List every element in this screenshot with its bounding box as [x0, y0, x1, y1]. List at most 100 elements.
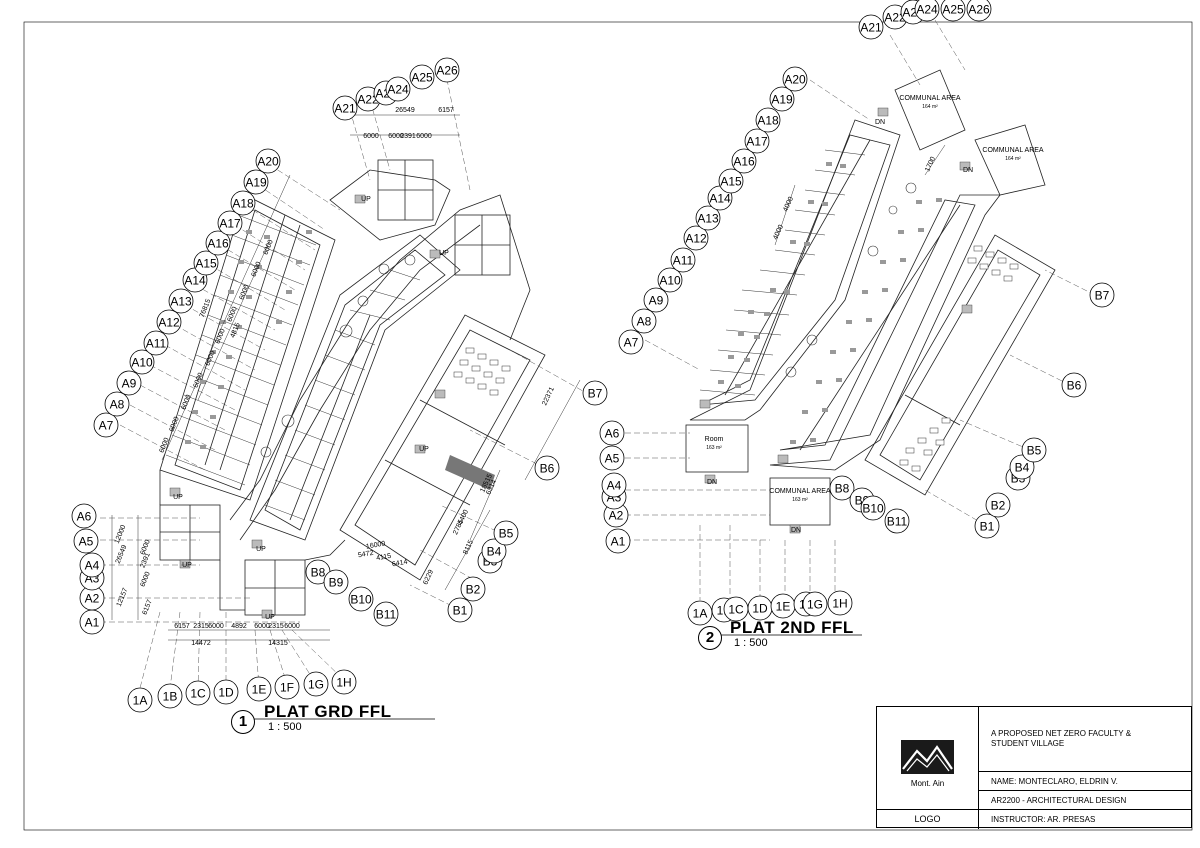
svg-text:B1: B1: [453, 604, 468, 618]
grid-bubble-plan1-a13: A13: [168, 288, 194, 314]
dimension-label: 1700: [924, 156, 937, 173]
svg-text:A5: A5: [79, 535, 94, 549]
svg-text:A26: A26: [436, 64, 458, 78]
svg-text:A21: A21: [334, 102, 356, 116]
svg-text:1A: 1A: [133, 694, 148, 708]
svg-text:A13: A13: [697, 212, 719, 226]
grid-bubble-plan1-1d: 1D: [213, 679, 239, 705]
dimension-label: 6000: [168, 416, 180, 433]
svg-text:B1: B1: [980, 520, 995, 534]
grid-bubble-plan1-1f: 1F: [274, 674, 300, 700]
svg-text:1C: 1C: [190, 687, 206, 701]
svg-text:1A: 1A: [693, 607, 708, 621]
svg-text:A1: A1: [611, 535, 626, 549]
dimension-label: 4815: [229, 322, 241, 339]
svg-text:A20: A20: [257, 155, 279, 169]
dimension-label: 6000: [208, 623, 224, 630]
brand-name: Mont. Ain: [910, 779, 945, 788]
svg-text:A25: A25: [942, 3, 964, 17]
view-scale-2: 1 : 500: [734, 637, 768, 649]
svg-text:B4: B4: [1015, 461, 1030, 475]
svg-text:A17: A17: [219, 217, 241, 231]
grid-bubble-plan1-b1: B1: [447, 597, 473, 623]
grid-bubble-plan1-a6: A6: [71, 503, 97, 529]
dimension-label: 2315: [193, 623, 209, 630]
svg-text:A10: A10: [131, 356, 153, 370]
view-number-1: 1: [231, 710, 255, 734]
svg-text:B7: B7: [588, 387, 603, 401]
grid-bubble-plan1-b8: B8: [305, 559, 331, 585]
grid-bubble-plan2-b5: B5: [1021, 437, 1047, 463]
svg-text:1E: 1E: [776, 600, 791, 614]
grid-bubble-plan1-1g: 1G: [303, 671, 329, 697]
grid-bubble-plan2-b10: B10: [860, 495, 886, 521]
project-title: A PROPOSED NET ZERO FACULTY & STUDENT VI…: [979, 707, 1192, 771]
grid-bubble-plan2-a20: A20: [782, 66, 808, 92]
grid-bubble-plan1-a24: A24: [385, 76, 411, 102]
dimension-label: 14472: [191, 640, 211, 647]
grid-bubble-plan1-a18: A18: [230, 190, 256, 216]
dimension-label: 6414: [391, 559, 408, 569]
plan-second-floor: [625, 19, 1096, 600]
dimension-label: 26549: [115, 544, 129, 565]
dimension-label: 6000: [214, 328, 226, 345]
svg-text:A15: A15: [195, 257, 217, 271]
grid-bubble-plan2-a9: A9: [643, 287, 669, 313]
room-area: 163 m²: [792, 497, 808, 503]
grid-bubble-plan2-a6: A6: [599, 420, 625, 446]
svg-text:A10: A10: [659, 274, 681, 288]
svg-text:1G: 1G: [308, 678, 324, 692]
svg-text:A17: A17: [746, 135, 768, 149]
stair-up-label: UP: [256, 546, 266, 553]
grid-bubble-plan1-b9: B9: [323, 569, 349, 595]
svg-text:A13: A13: [170, 295, 192, 309]
svg-text:B2: B2: [991, 499, 1006, 513]
room-area: 164 m²: [922, 104, 938, 110]
svg-text:A12: A12: [158, 316, 180, 330]
grid-bubble-plan2-a8: A8: [631, 308, 657, 334]
grid-bubble-plan1-1b: 1B: [157, 683, 183, 709]
dimension-label: 6000: [158, 437, 170, 454]
grid-bubble-plan2-b2: B2: [985, 492, 1011, 518]
sheet-border: [23, 21, 1193, 831]
dimension-label: 76815: [199, 298, 213, 319]
dimension-label: 6000: [363, 133, 379, 140]
dimension-label: 6000: [226, 306, 238, 323]
grid-bubble-plan1-1e: 1E: [246, 676, 272, 702]
grid-bubble-plan2-b8: B8: [829, 475, 855, 501]
svg-text:B10: B10: [350, 593, 372, 607]
grid-bubble-plan2-a13: A13: [695, 205, 721, 231]
svg-text:1E: 1E: [252, 683, 267, 697]
svg-text:1D: 1D: [218, 686, 234, 700]
svg-text:A24: A24: [916, 3, 938, 17]
grid-bubble-plan1-1a: 1A: [127, 687, 153, 713]
stair-up-label: UP: [265, 614, 275, 621]
svg-text:A19: A19: [771, 93, 793, 107]
svg-text:A24: A24: [387, 83, 409, 97]
grid-bubble-plan1-1h: 1H: [331, 669, 357, 695]
grid-bubble-plan2-a17: A17: [744, 128, 770, 154]
grid-bubble-plan1-a5: A5: [73, 528, 99, 554]
svg-text:B7: B7: [1095, 289, 1110, 303]
grid-bubbles: A1A2A3A4A5A6A7A8A9A10A11A12A13A14A15A16A…: [71, 0, 1115, 713]
svg-text:B11: B11: [887, 515, 908, 529]
logo-label: LOGO: [877, 809, 979, 829]
grid-bubble-plan1-a15: A15: [193, 250, 219, 276]
stair-down-label: DN: [963, 167, 973, 174]
svg-text:A11: A11: [673, 254, 694, 268]
plan-ground-floor: [100, 69, 591, 689]
svg-text:A9: A9: [649, 294, 664, 308]
grid-bubble-plan2-a1: A1: [605, 528, 631, 554]
logo-box: Mont. Ain: [877, 707, 979, 809]
dimension-label: 4115: [376, 553, 392, 563]
dimension-label: 6000: [139, 571, 151, 588]
dimension-label: 6000: [284, 623, 300, 630]
grid-bubble-plan1-a16: A16: [205, 230, 231, 256]
view-title-2: PLAT 2ND FFL: [730, 618, 854, 637]
stair-up-label: UP: [361, 196, 371, 203]
